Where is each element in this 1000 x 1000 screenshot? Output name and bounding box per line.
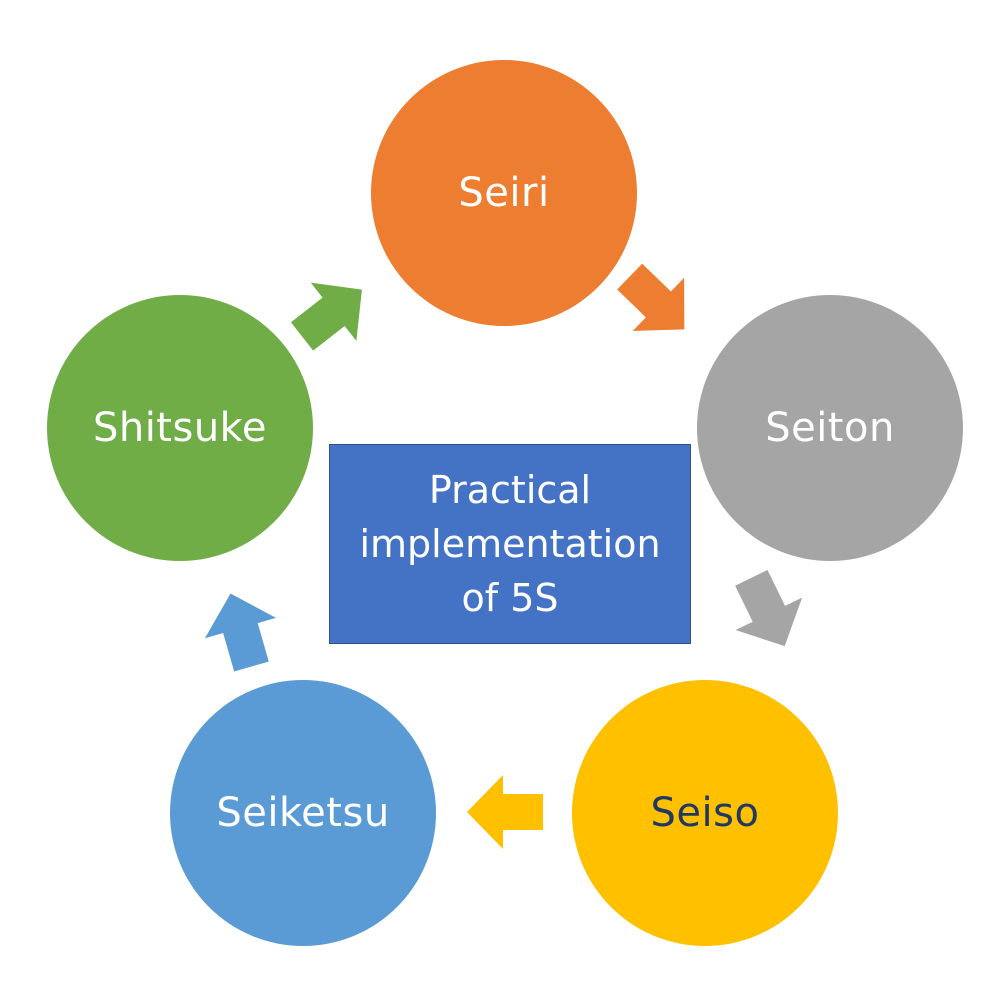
node-seiketsu-label: Seiketsu	[216, 790, 390, 836]
node-seiri-label: Seiri	[458, 170, 550, 216]
center-box: Practical implementation of 5S	[329, 444, 691, 644]
arrow-seiton-to-seiso	[735, 569, 803, 647]
arrow-seiso-to-seiketsu	[467, 775, 543, 849]
node-seiso-label: Seiso	[650, 790, 760, 836]
node-seiso: Seiso	[572, 680, 838, 946]
node-seiketsu: Seiketsu	[170, 680, 436, 946]
node-seiton: Seiton	[697, 295, 963, 561]
center-label: Practical implementation of 5S	[359, 468, 661, 620]
arrow-shitsuke-to-seiri	[290, 282, 362, 351]
node-seiri: Seiri	[371, 60, 637, 326]
node-shitsuke: Shitsuke	[47, 295, 313, 561]
arrow-seiri-to-seiton	[617, 263, 685, 332]
arrow-seiketsu-to-shitsuke	[204, 593, 277, 672]
node-shitsuke-label: Shitsuke	[92, 405, 268, 451]
node-seiton-label: Seiton	[765, 405, 895, 451]
